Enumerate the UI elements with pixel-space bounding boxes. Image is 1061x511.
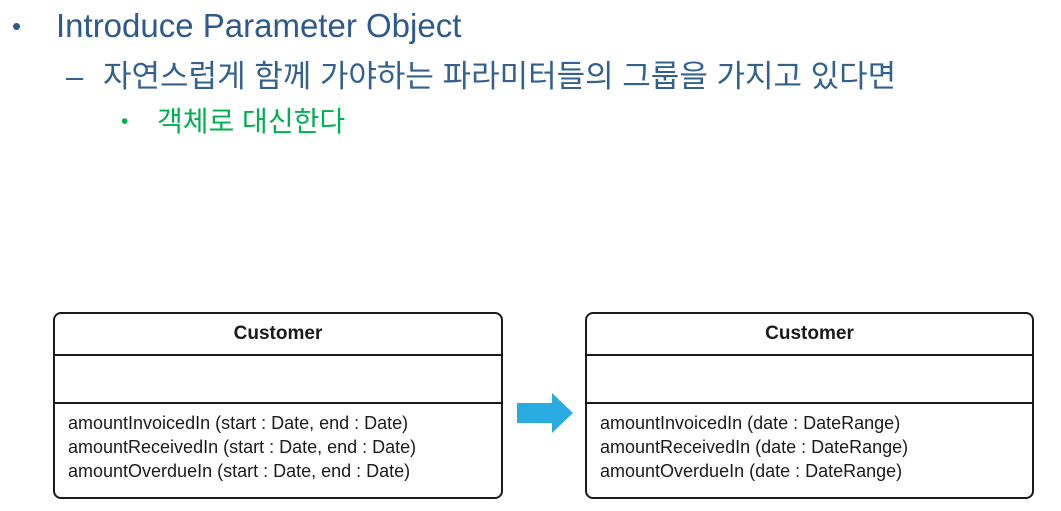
sub-bullet-icon: • — [121, 110, 129, 133]
uml-class-after: Customer amountInvoicedIn (date : DateRa… — [585, 312, 1034, 499]
method-row: amountReceivedIn (start : Date, end : Da… — [68, 437, 417, 457]
class-attributes-empty — [55, 356, 501, 404]
method-row: amountInvoicedIn (date : DateRange) — [600, 413, 901, 433]
subtitle-text: 자연스럽게 함께 가야하는 파라미터들의 그룹을 가지고 있다면 — [103, 59, 897, 94]
method-row: amountReceivedIn (date : DateRange) — [600, 437, 909, 457]
method-row: amountInvoicedIn (start : Date, end : Da… — [68, 413, 409, 433]
class-attributes-empty — [587, 356, 1032, 404]
method-row: amountOverdueIn (date : DateRange) — [600, 461, 903, 481]
sub-bullet-text: 객체로 대신한다 — [157, 106, 346, 137]
bullet-icon: • — [12, 11, 22, 41]
uml-class-before: Customer amountInvoicedIn (start : Date,… — [53, 312, 503, 499]
class-title: Customer — [587, 314, 1032, 356]
class-title: Customer — [55, 314, 501, 356]
page-title: Introduce Parameter Object — [56, 7, 462, 44]
class-methods: amountInvoicedIn (date : DateRange) amou… — [587, 404, 1032, 483]
transform-arrow-icon — [517, 393, 573, 433]
dash-bullet-icon: – — [66, 59, 84, 94]
class-methods: amountInvoicedIn (start : Date, end : Da… — [55, 404, 501, 483]
method-row: amountOverdueIn (start : Date, end : Dat… — [68, 461, 411, 481]
